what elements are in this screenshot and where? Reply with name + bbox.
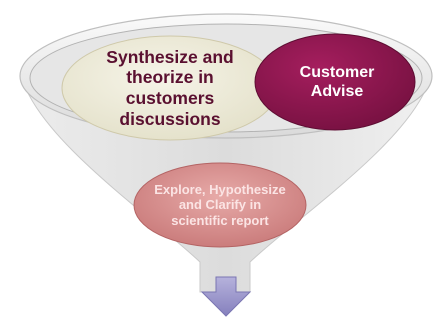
customer-advise-label: Customer Advise (299, 64, 375, 100)
down-arrow-icon (200, 276, 252, 317)
synthesize-label: Synthesize and theorize in customers dis… (106, 46, 234, 129)
explore-label: Explore, Hypothesize and Clarify in scie… (154, 182, 286, 228)
customer-advise-ellipse (254, 33, 416, 131)
explore-ellipse (133, 162, 307, 248)
